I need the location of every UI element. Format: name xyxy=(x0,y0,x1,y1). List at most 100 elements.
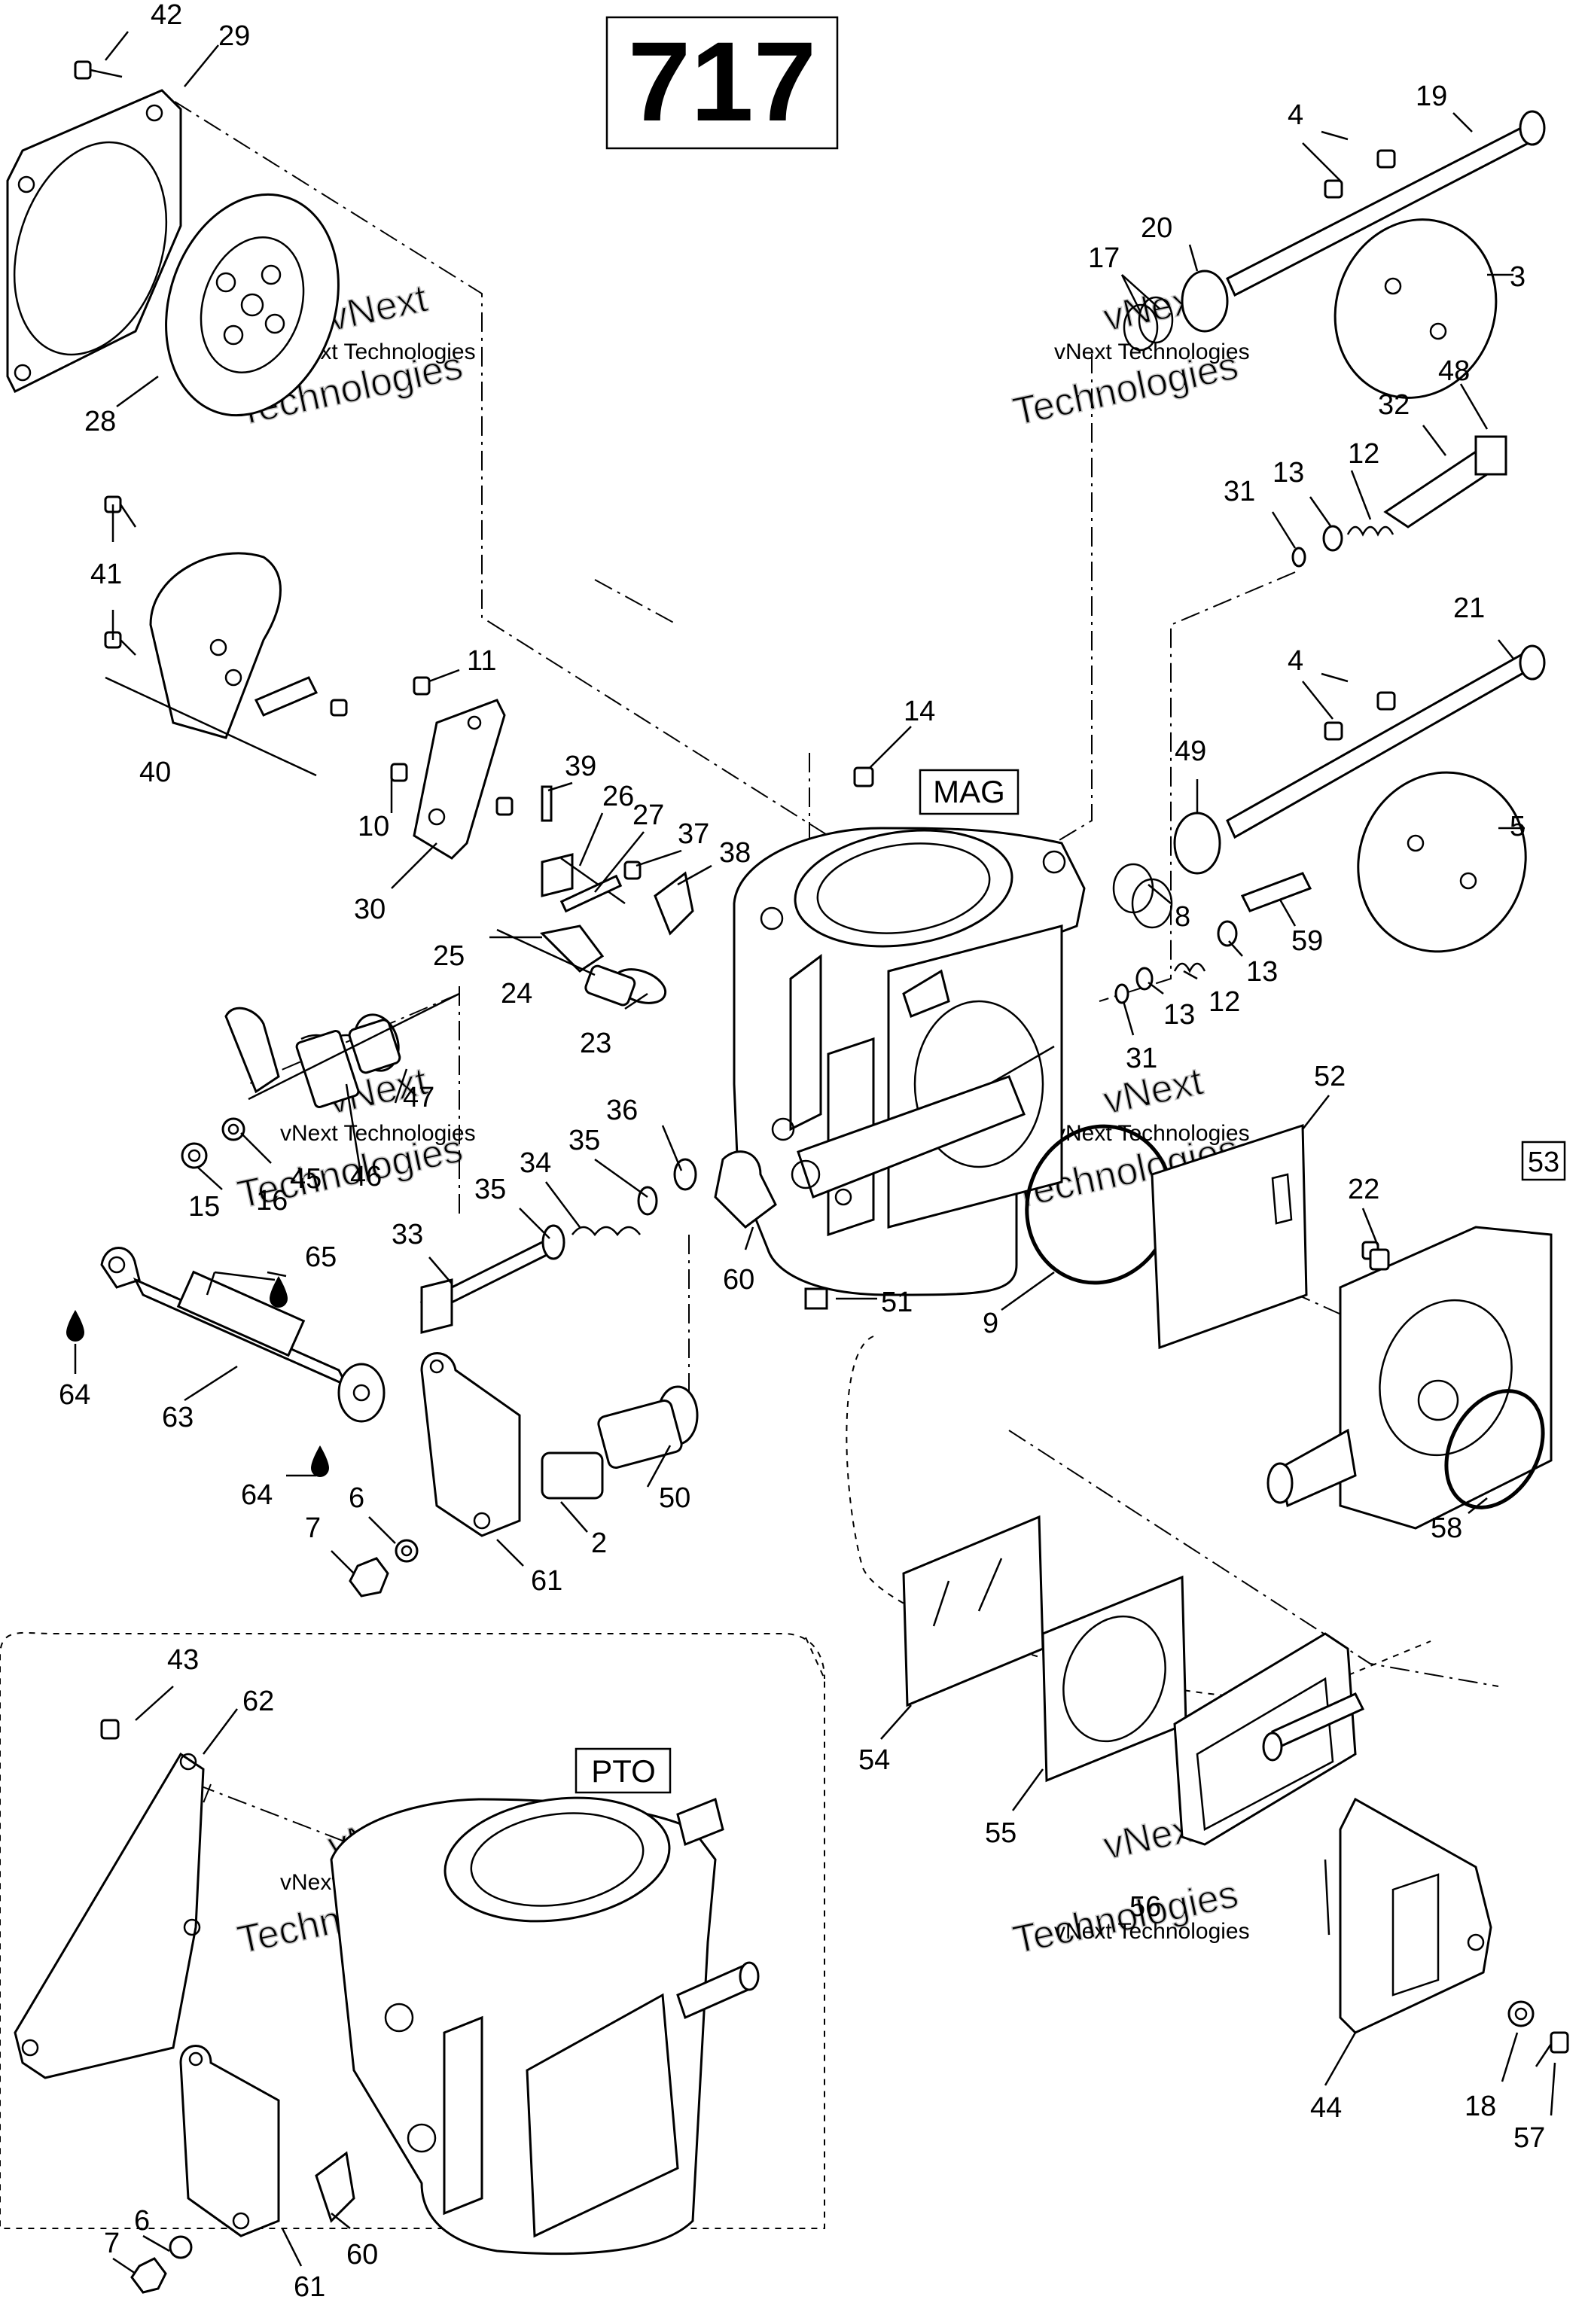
callout: 8 xyxy=(1175,901,1190,933)
callout: 31 xyxy=(1224,476,1255,507)
watermark-text: Technologies xyxy=(1009,1872,1242,1963)
mag-label: MAG xyxy=(933,774,1005,809)
watermark-text: vNext Technologies xyxy=(1054,1919,1250,1944)
screw-42 xyxy=(74,60,123,80)
callout: 25 xyxy=(433,940,465,972)
callout: 56 xyxy=(1129,1891,1161,1923)
callout-numbers: 42 29 28 41 40 11 10 30 39 26 2 7 37 3 8 2… xyxy=(59,0,1545,2303)
callout: 45 xyxy=(290,1163,322,1195)
callout: 5 xyxy=(1510,811,1526,842)
callout: 26 xyxy=(602,781,634,812)
callout: 49 xyxy=(1175,736,1206,767)
needle-valve-parts xyxy=(496,785,694,1007)
callout: 61 xyxy=(531,1565,562,1597)
nut-51 xyxy=(804,1287,828,1310)
callout: 50 xyxy=(659,1482,690,1514)
callout: 44 xyxy=(1310,2092,1342,2124)
callout: 64 xyxy=(59,1379,90,1411)
callout: 30 xyxy=(354,894,386,925)
callout: 55 xyxy=(985,1817,1017,1849)
callout: 2 xyxy=(591,1528,607,1559)
bracket-44 xyxy=(1339,1797,1569,2067)
callout: 59 xyxy=(1291,925,1323,957)
callout: 19 xyxy=(1416,81,1447,112)
callout: 15 xyxy=(188,1191,220,1223)
box-53 xyxy=(1521,1141,1566,1181)
callout: 39 xyxy=(565,751,596,782)
watermark-text: vNext xyxy=(324,276,431,340)
callout: 14 xyxy=(904,696,935,727)
box-53-label: 53 xyxy=(1528,1147,1559,1178)
throttle-shaft-19 xyxy=(1123,110,1546,399)
callout: 60 xyxy=(723,1264,754,1296)
screw-22 xyxy=(1369,1248,1390,1271)
pto-lever-61 xyxy=(130,2045,355,2294)
callout: 18 xyxy=(1465,2091,1496,2122)
callout: 13 xyxy=(1246,956,1278,988)
callout: 13 xyxy=(1163,999,1195,1031)
callout: 24 xyxy=(501,978,532,1010)
pto-label: PTO xyxy=(591,1753,656,1789)
callout: 23 xyxy=(580,1028,611,1059)
callout: 64 xyxy=(241,1479,273,1511)
carburetor-body-mag xyxy=(714,827,1086,1296)
callout: 4 xyxy=(1288,645,1303,677)
callout: 11 xyxy=(467,645,496,677)
callout: 33 xyxy=(392,1219,423,1250)
callout: 34 xyxy=(520,1147,551,1179)
callout: 13 xyxy=(1273,457,1304,489)
callout: 37 xyxy=(678,818,709,850)
callout: 4 xyxy=(1288,99,1303,131)
callout: 32 xyxy=(1378,389,1410,421)
leader-lines xyxy=(74,31,1556,2275)
callout: 35 xyxy=(474,1174,506,1205)
callout: 63 xyxy=(162,1402,194,1433)
callout: 60 xyxy=(346,2239,378,2271)
callout: 21 xyxy=(1453,592,1485,624)
callout: 43 xyxy=(167,1644,199,1676)
linkage-rod-63 xyxy=(66,1247,386,1477)
watermark-text: vNext Technologies xyxy=(1054,1121,1250,1146)
callout: 42 xyxy=(151,0,182,31)
fuel-pump-53 xyxy=(1266,1226,1553,1530)
callout: 58 xyxy=(1431,1512,1462,1544)
gasket-55 xyxy=(1041,1575,1187,1783)
gasket-52 xyxy=(1151,1123,1308,1350)
gasket-54 xyxy=(902,1515,1044,1707)
idle-screw-assembly xyxy=(419,1158,697,1334)
plate-30 xyxy=(390,676,514,860)
callout: 6 xyxy=(134,2205,150,2237)
callout: 41 xyxy=(90,559,122,590)
watermark-text: vNext Technologies xyxy=(280,1121,476,1146)
explosion-lines xyxy=(0,101,1499,2229)
throttle-lever-61 xyxy=(349,1352,699,1598)
callout: 12 xyxy=(1209,986,1240,1018)
callout: 40 xyxy=(139,757,171,788)
diaphragm-28 xyxy=(165,193,340,417)
callout: 47 xyxy=(403,1082,434,1113)
pump-56 xyxy=(1173,1632,1365,1846)
title-box: 717 xyxy=(605,16,839,150)
callout: 9 xyxy=(983,1308,998,1339)
callout: 36 xyxy=(606,1095,638,1126)
mag-label-box: MAG xyxy=(919,769,1020,815)
callout: 10 xyxy=(358,811,389,842)
callout: 52 xyxy=(1314,1061,1346,1092)
pto-cover-62 xyxy=(14,1719,205,2079)
callout: 31 xyxy=(1126,1043,1157,1074)
callout: 61 xyxy=(294,2271,325,2303)
carburetor-body-pto xyxy=(330,1796,760,2255)
callout: 51 xyxy=(881,1287,913,1318)
callout: 3 xyxy=(1510,261,1526,293)
callout: 35 xyxy=(568,1125,600,1156)
diaphragm-cover-29 xyxy=(6,89,182,394)
callout: 20 xyxy=(1141,212,1172,244)
callout: 12 xyxy=(1348,438,1379,470)
callout: 28 xyxy=(84,406,116,437)
diagram-title: 717 xyxy=(628,18,816,145)
callout: 29 xyxy=(218,20,250,52)
callout: 7 xyxy=(104,2228,120,2259)
screws-4 xyxy=(1324,149,1396,741)
plunger-assembly xyxy=(181,992,460,1169)
